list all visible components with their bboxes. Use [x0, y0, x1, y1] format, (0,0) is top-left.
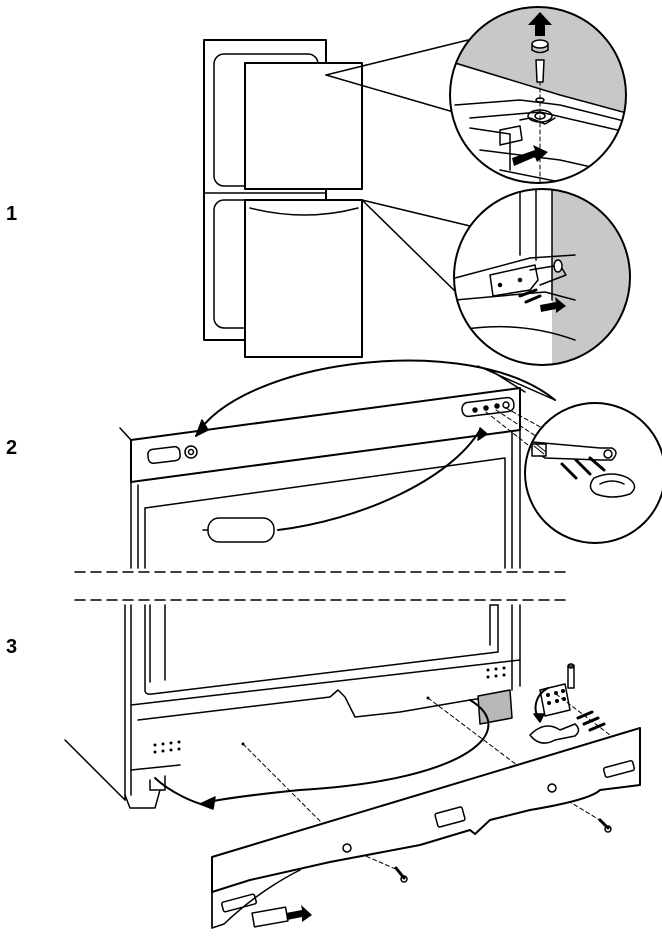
- fridge-front-view: [203, 39, 471, 358]
- door-step-3: [64, 604, 641, 929]
- upper-hinge-callout: [449, 6, 627, 184]
- door-step-2: [119, 359, 601, 569]
- step-2-label: 2: [6, 437, 18, 459]
- step-1-label: 1: [6, 203, 18, 225]
- step-3-label: 3: [6, 636, 18, 658]
- door-hinge-callout: [524, 402, 662, 544]
- lower-hinge-callout: [453, 188, 631, 366]
